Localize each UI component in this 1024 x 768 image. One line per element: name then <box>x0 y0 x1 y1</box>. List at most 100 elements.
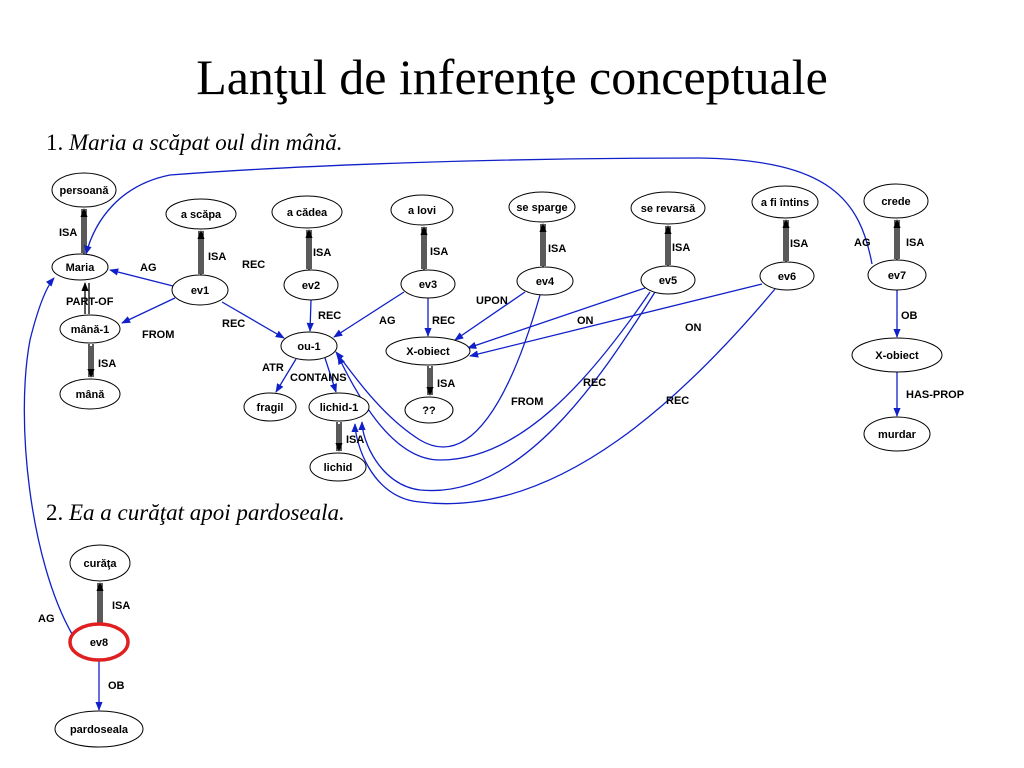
node-murdar-shape <box>863 416 931 452</box>
node-ascapa-shape <box>165 198 237 230</box>
node-pardoseala-label: pardoseala <box>70 724 129 736</box>
node-curata-shape <box>69 544 131 582</box>
label-isa-curata: ISA <box>112 600 130 612</box>
slide-title: Lanţul de inferenţe conceptuale <box>196 49 828 105</box>
node-ev6-shape <box>759 261 815 291</box>
node-fragil: fragil <box>243 392 297 422</box>
node-fragil-label: fragil <box>257 402 284 414</box>
node-ev5: ev5 <box>640 265 696 295</box>
edge-ag-ev8-maria <box>23 277 73 635</box>
label-on-ev6: ON <box>685 322 702 334</box>
node-sesparge-shape <box>508 191 576 223</box>
label-ag-ev8: AG <box>38 613 55 625</box>
node-ev5-label: ev5 <box>659 275 677 287</box>
node-persoana-label: persoană <box>60 185 110 197</box>
label-isa-acadea: ISA <box>313 247 331 259</box>
node-mana-label: mână <box>76 389 106 401</box>
node-afiintins-label: a fi întins <box>761 197 809 209</box>
label-ag-ev1: AG <box>140 262 157 274</box>
node-ev1-shape <box>171 274 229 306</box>
edge-rec-ev4-ou1 <box>335 294 541 448</box>
edge-upon-ev4-xobiect <box>454 291 526 341</box>
node-lichid-label: lichid <box>324 462 353 474</box>
label-rec-ev5: REC <box>583 377 606 389</box>
label-rec-ev2: REC <box>318 310 341 322</box>
label-isa-qq: ISA <box>437 378 455 390</box>
label-isa-persoana: ISA <box>59 227 77 239</box>
node-crede: crede <box>863 183 929 219</box>
node-ev3-shape <box>400 269 456 299</box>
sentence-2-text: Ea a curăţat apoi pardoseala. <box>69 500 345 525</box>
node-ev7: ev7 <box>867 259 927 291</box>
node-lichid: lichid <box>309 452 367 482</box>
edge-ag-ev7-maria <box>84 157 873 265</box>
node-ou1-shape <box>280 331 338 361</box>
edge-from-ev1-mana1 <box>121 297 176 324</box>
node-crede-shape <box>863 183 929 219</box>
node-lichid1-label: lichid-1 <box>320 402 359 414</box>
edge-labels: ISA AG PART-OF FROM ISA ISA REC REC ISA … <box>38 227 964 692</box>
node-sesparge-label: se sparge <box>516 202 567 214</box>
label-rec-ev1-ou: REC <box>222 318 245 330</box>
node-mana: mână <box>59 378 121 410</box>
node-mana1-shape <box>59 314 121 344</box>
node-alovi-label: a lovi <box>408 205 436 217</box>
node-ou1-label: ou-1 <box>297 341 320 353</box>
label-isa-mana: ISA <box>98 358 116 370</box>
label-atr: ATR <box>262 362 284 374</box>
node-ev8-shape <box>68 622 130 662</box>
sentence-1-number: 1. <box>46 130 64 155</box>
node-ev4-shape <box>516 266 574 296</box>
label-ag-ev3: AG <box>379 315 396 327</box>
label-ag-ev7: AG <box>854 237 871 249</box>
node-fragil-shape <box>243 392 297 422</box>
node-crede-label: crede <box>881 196 910 208</box>
label-isa-sesparge: ISA <box>548 243 566 255</box>
edge-rec-ev5-lichid1 <box>358 291 656 492</box>
node-persoana: persoană <box>51 172 117 208</box>
label-rec-ev3: REC <box>432 315 455 327</box>
node-maria-shape <box>51 253 109 281</box>
node-ev6: ev6 <box>759 261 815 291</box>
node-lichid1: lichid-1 <box>308 392 370 422</box>
label-isa-lichid: ISA <box>346 434 364 446</box>
label-upon: UPON <box>476 295 508 307</box>
node-sesparge: se sparge <box>508 191 576 223</box>
node-murdar: murdar <box>863 416 931 452</box>
node-qq: ?? <box>404 396 454 424</box>
node-xobiect1-label: X-obiect <box>406 346 450 358</box>
node-mana1-label: mână-1 <box>71 324 110 336</box>
node-lichid-shape <box>309 452 367 482</box>
node-ev3: ev3 <box>400 269 456 299</box>
node-curata-label: curăţa <box>83 558 117 570</box>
edge-on-ev6-xobiect <box>469 283 763 358</box>
node-maria: Maria <box>51 253 109 281</box>
label-from-ev1: FROM <box>142 329 174 341</box>
node-mana1: mână-1 <box>59 314 121 344</box>
label-has-prop: HAS-PROP <box>906 389 964 401</box>
edge-atr-ou1-fragil <box>275 358 297 393</box>
label-part-of: PART-OF <box>66 296 114 308</box>
label-isa-afiintins: ISA <box>790 238 808 250</box>
node-ev2-shape <box>283 269 339 301</box>
sentence-1-text: Maria a scăpat oul din mână. <box>69 130 343 155</box>
node-ascapa-label: a scăpa <box>181 209 222 221</box>
node-pardoseala-shape <box>54 710 144 748</box>
node-xobiect1: X-obiect <box>385 336 471 366</box>
edge-ag-ev1-maria <box>109 268 174 287</box>
node-acadea-shape <box>271 195 343 229</box>
edge-rec-ev6-lichid1 <box>351 288 776 505</box>
edge-rec-ev2-ou1 <box>306 299 314 332</box>
node-xobiect2-label: X-obiect <box>875 350 919 362</box>
node-ou1: ou-1 <box>280 331 338 361</box>
sentence-1: 1. Maria a scăpat oul din mână. <box>46 130 342 156</box>
node-ev7-label: ev7 <box>888 270 906 282</box>
node-alovi-shape <box>390 194 454 226</box>
node-ev5-shape <box>640 265 696 295</box>
node-ev6-label: ev6 <box>778 271 796 283</box>
node-xobiect2: X-obiect <box>851 337 943 373</box>
node-ev4: ev4 <box>516 266 574 296</box>
node-persoana-shape <box>51 172 117 208</box>
label-ob-ev8: OB <box>108 680 125 692</box>
